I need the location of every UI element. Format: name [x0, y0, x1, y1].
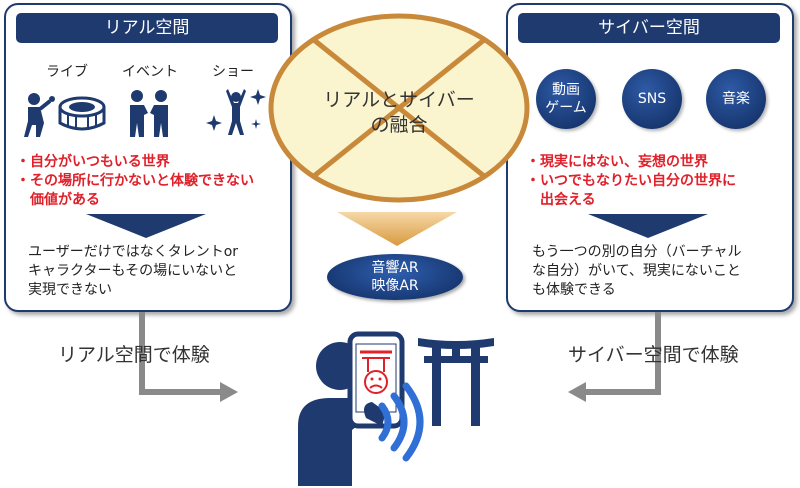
- cyber-experience-caption: サイバー空間で体験: [568, 344, 739, 366]
- fusion-down-arrow: [337, 212, 457, 246]
- real-down-arrow: [86, 214, 206, 238]
- category-event: イベント: [122, 64, 178, 80]
- cyber-body-2: な自分）がいて、現実にないこと: [532, 263, 741, 279]
- cyber-point-2-cont: 出会える: [540, 192, 596, 208]
- performer-icon: [206, 89, 266, 135]
- left-connector-arrow: [139, 312, 238, 402]
- person-smartphone-icon: [298, 331, 494, 486]
- real-experience-caption: リアル空間で体験: [58, 344, 210, 366]
- real-body-2: キャラクターもその場にいないと: [28, 263, 238, 279]
- category-show: ショー: [212, 64, 254, 80]
- fusion-ellipse: [268, 13, 530, 203]
- right-connector-arrow: [568, 312, 661, 402]
- real-point-1: ・自分がいつもいる世界: [16, 154, 170, 170]
- handshake-icon: [130, 90, 168, 137]
- video-game-circle: 動画ゲーム: [536, 69, 596, 129]
- stadium-icon: [58, 96, 106, 131]
- sns-circle: SNS: [622, 69, 682, 129]
- cyber-space-panel: サイバー空間 動画ゲーム SNS 音楽 ・現実にはない、妄想の世界 ・いつでもな…: [506, 3, 794, 312]
- real-body-3: 実現できない: [28, 282, 112, 298]
- music-label: 音楽: [722, 91, 750, 107]
- sns-label: SNS: [637, 91, 667, 107]
- cyber-down-arrow: [588, 214, 708, 238]
- category-live: ライブ: [46, 64, 88, 80]
- cyber-body-3: も体験できる: [532, 282, 616, 298]
- ar-video-label: 映像AR: [371, 278, 419, 294]
- real-point-2: ・その場所に行かないと体験できない: [16, 173, 254, 189]
- real-space-panel: リアル空間 ライブ イベント ショー ・自分がいつもいる世界 ・その場所に行かな…: [4, 3, 292, 312]
- music-circle: 音楽: [706, 69, 766, 129]
- real-body-1: ユーザーだけではなくタレントor: [28, 244, 239, 260]
- real-point-2-cont: 価値がある: [30, 192, 100, 208]
- fusion-label: リアルとサイバー の融合: [264, 88, 534, 138]
- cyber-point-2: ・いつでもなりたい自分の世界に: [526, 173, 736, 189]
- fusion-line-2: の融合: [370, 114, 428, 136]
- ar-audio-label: 音響AR: [371, 260, 419, 276]
- ar-badge: 音響AR 映像AR: [327, 254, 463, 300]
- cyber-body-1: もう一つの別の自分（バーチャル: [532, 244, 742, 260]
- singer-icon: [24, 93, 55, 137]
- game-label: ゲーム: [545, 100, 587, 116]
- video-label: 動画: [552, 82, 580, 98]
- cyber-point-1: ・現実にはない、妄想の世界: [526, 154, 708, 170]
- real-space-title: リアル空間: [16, 13, 278, 43]
- cyber-space-title: サイバー空間: [518, 13, 780, 43]
- fusion-line-1: リアルとサイバー: [323, 89, 475, 111]
